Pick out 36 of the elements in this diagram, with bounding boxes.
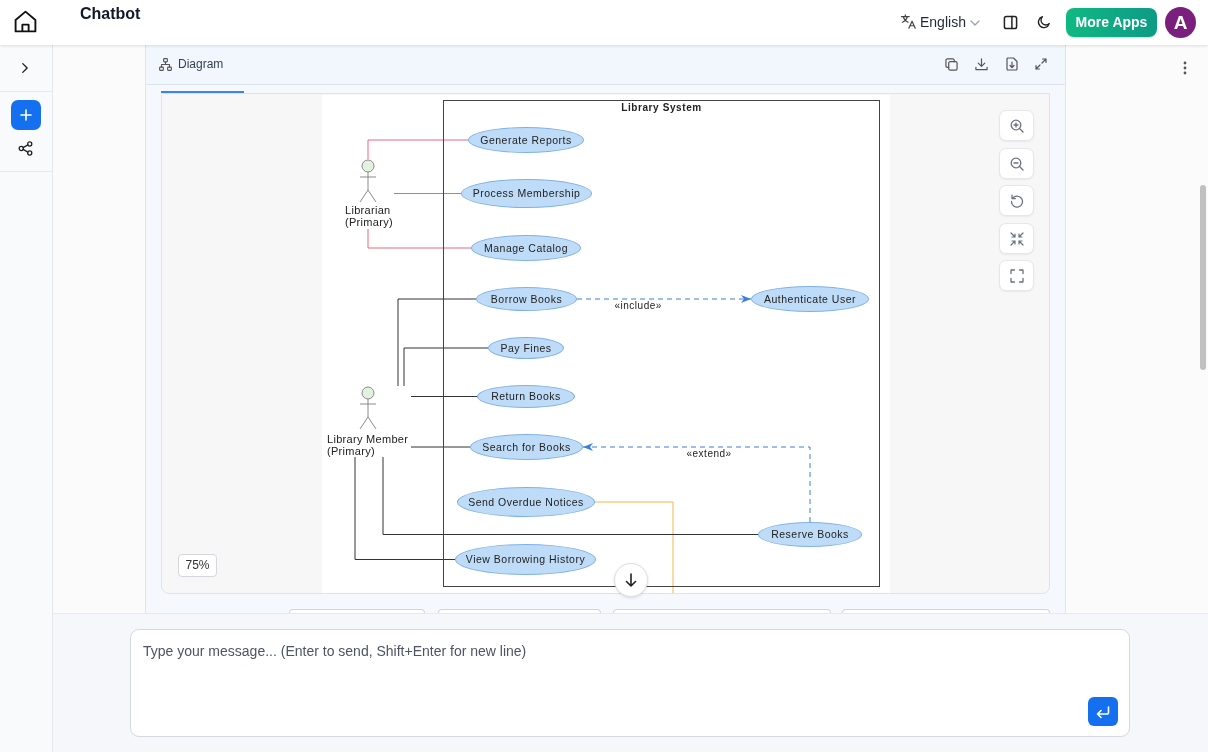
use-case-label: Send Overdue Notices [468, 495, 584, 509]
association-line [397, 298, 477, 387]
use-case-label: Search for Books [482, 440, 571, 454]
use-case-label: Return Books [491, 390, 561, 403]
use-case-label: Process Membership [472, 187, 581, 200]
language-selector: English [920, 13, 966, 31]
association-line [410, 446, 471, 448]
more-apps-button: More Apps [1066, 8, 1157, 37]
system-title: Library System [621, 102, 702, 114]
zoom-level-indicator: 75% [178, 554, 217, 577]
association-line [410, 396, 478, 397]
dashed-arrow [576, 295, 752, 303]
message-input: Type your message... (Enter to send, Shift+Enter for new line) [130, 629, 1130, 737]
use-case-label: Reserve Books [771, 528, 849, 541]
app-title: Chatbot [80, 4, 141, 24]
use-case-label: Pay Fines [500, 341, 552, 355]
association-line [594, 501, 674, 593]
system-boundary [443, 100, 880, 587]
association-line [403, 347, 489, 387]
panel-title: Diagram [178, 57, 224, 72]
association-line [382, 456, 759, 535]
edge-label: «extend» [685, 448, 733, 460]
user-avatar: A [1165, 7, 1196, 38]
actor-label: Librarian (Primary) [345, 204, 394, 228]
association-line [393, 193, 462, 194]
dashed-arrow [582, 443, 811, 523]
use-case-label: Generate Reports [480, 133, 572, 147]
edge-label: «include» [613, 300, 663, 312]
use-case-label: Authenticate User [764, 292, 856, 306]
use-case-label: Borrow Books [490, 292, 563, 306]
use-case-label: Manage Catalog [483, 241, 569, 255]
association-line [367, 139, 469, 160]
association-line [367, 228, 472, 249]
actor-label: Library Member (Primary) [327, 432, 410, 457]
association-line [354, 456, 456, 560]
use-case-label: View Borrowing History [465, 553, 586, 566]
